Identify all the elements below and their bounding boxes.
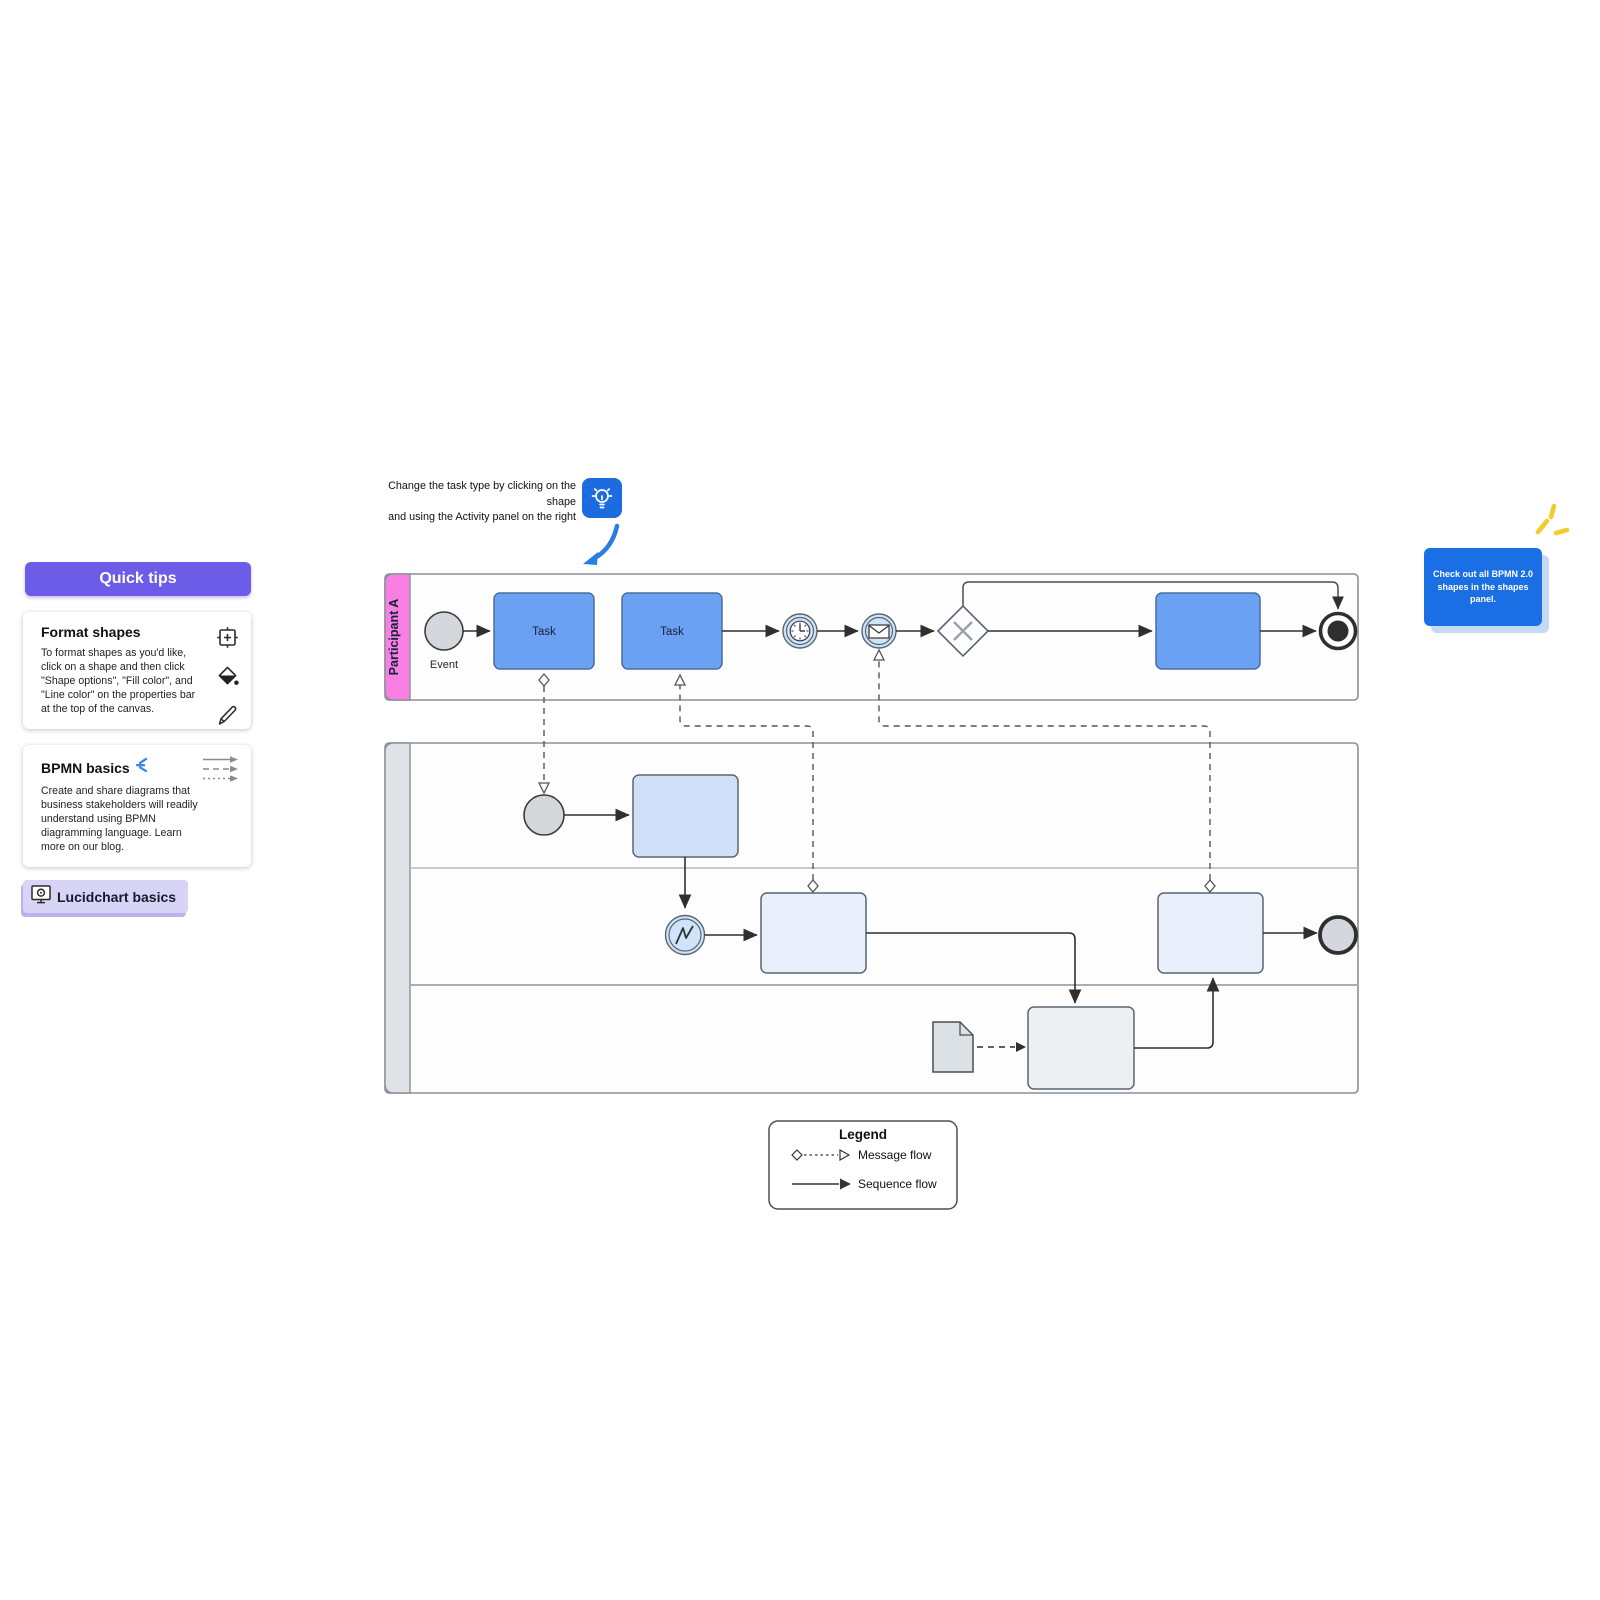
lightning-event[interactable] (664, 914, 706, 956)
task-2-label: Task (660, 626, 684, 638)
task-type-tip: Change the task type by clicking on the … (380, 479, 576, 526)
lane1-start-event[interactable] (523, 794, 565, 836)
legend-sequence-flow-glyph (792, 1178, 851, 1190)
snap-grid-icon (216, 626, 239, 654)
pool-participant-a-band[interactable] (384, 573, 411, 701)
sequence-flow-gateway-loop-end[interactable] (962, 581, 1344, 610)
legend-title: Legend (839, 1127, 887, 1142)
sparkle-accent (1535, 503, 1570, 536)
message-flow-task1-to-lane1[interactable] (537, 672, 551, 795)
end-event-terminate[interactable] (1318, 611, 1358, 651)
fill-color-bucket-icon (216, 665, 239, 693)
quick-tips-header[interactable]: Quick tips (25, 562, 251, 596)
timer-event[interactable] (782, 613, 818, 649)
lane2-task-left[interactable] (760, 892, 867, 974)
lane1-task[interactable] (632, 774, 739, 858)
format-shapes-body: To format shapes as you'd like, click on… (41, 647, 196, 715)
lightbulb-icon (591, 488, 613, 509)
bpmn-shapes-callout[interactable]: Check out all BPMN 2.0 shapes in the sha… (1424, 548, 1542, 626)
lucidchart-basics-label: Lucidchart basics (57, 888, 177, 905)
legend-message-flow-glyph (791, 1148, 851, 1162)
task-1-label: Task (532, 626, 556, 638)
pool-2-band[interactable] (384, 742, 411, 1094)
document-shape[interactable] (932, 1021, 974, 1073)
tip-curved-arrow (583, 523, 620, 565)
format-shapes-card[interactable]: Format shapes To format shapes as you'd … (23, 612, 251, 729)
bpmn-shapes-callout-text: Check out all BPMN 2.0 shapes in the sha… (1432, 569, 1534, 605)
start-event[interactable] (424, 611, 464, 651)
message-flow-lane2right-to-message-event[interactable] (872, 648, 1216, 894)
lucidchart-basics-chip[interactable]: Lucidchart basics (23, 880, 189, 913)
data-association-doc-task[interactable] (977, 1042, 1026, 1052)
line-color-pencil-icon (216, 704, 239, 732)
sequence-flow-lane3-to-lane2[interactable] (1134, 977, 1220, 1049)
lane2-end-event[interactable] (1318, 915, 1358, 955)
format-shapes-title: Format shapes (41, 624, 141, 640)
bpmn-basics-body: Create and share diagrams that business … (41, 785, 198, 853)
flow-arrow-samples-icon (201, 755, 241, 790)
lane2-task-right[interactable] (1157, 892, 1264, 974)
task-type-tip-line1: Change the task type by clicking on the … (388, 480, 576, 508)
lane3-task[interactable] (1027, 1006, 1135, 1090)
task-3[interactable] (1155, 592, 1261, 670)
legend-sequence-flow-label: Sequence flow (858, 1177, 937, 1191)
sparkle-cursor-icon (134, 757, 149, 778)
message-event[interactable] (861, 613, 897, 649)
legend-message-flow-label: Message flow (858, 1148, 932, 1162)
legend[interactable]: Legend Message flow Sequence flow (768, 1120, 958, 1210)
message-flow-lane2left-to-task2[interactable] (673, 673, 819, 894)
pool-participant-a-label: Participant A (387, 599, 401, 676)
task-1[interactable] (493, 592, 595, 670)
start-event-label: Event (430, 659, 458, 671)
bpmn-basics-title: BPMN basics (41, 759, 130, 776)
sequence-flow-lane2-to-lane3[interactable] (866, 932, 1082, 1004)
quick-tips-title: Quick tips (99, 570, 177, 587)
bpmn-basics-card[interactable]: BPMN basics Create and share diagrams th… (23, 745, 251, 867)
lightbulb-tip-button[interactable] (582, 478, 622, 518)
task-type-tip-line2: and using the Activity panel on the righ… (388, 511, 576, 524)
monitor-video-icon (30, 884, 52, 909)
